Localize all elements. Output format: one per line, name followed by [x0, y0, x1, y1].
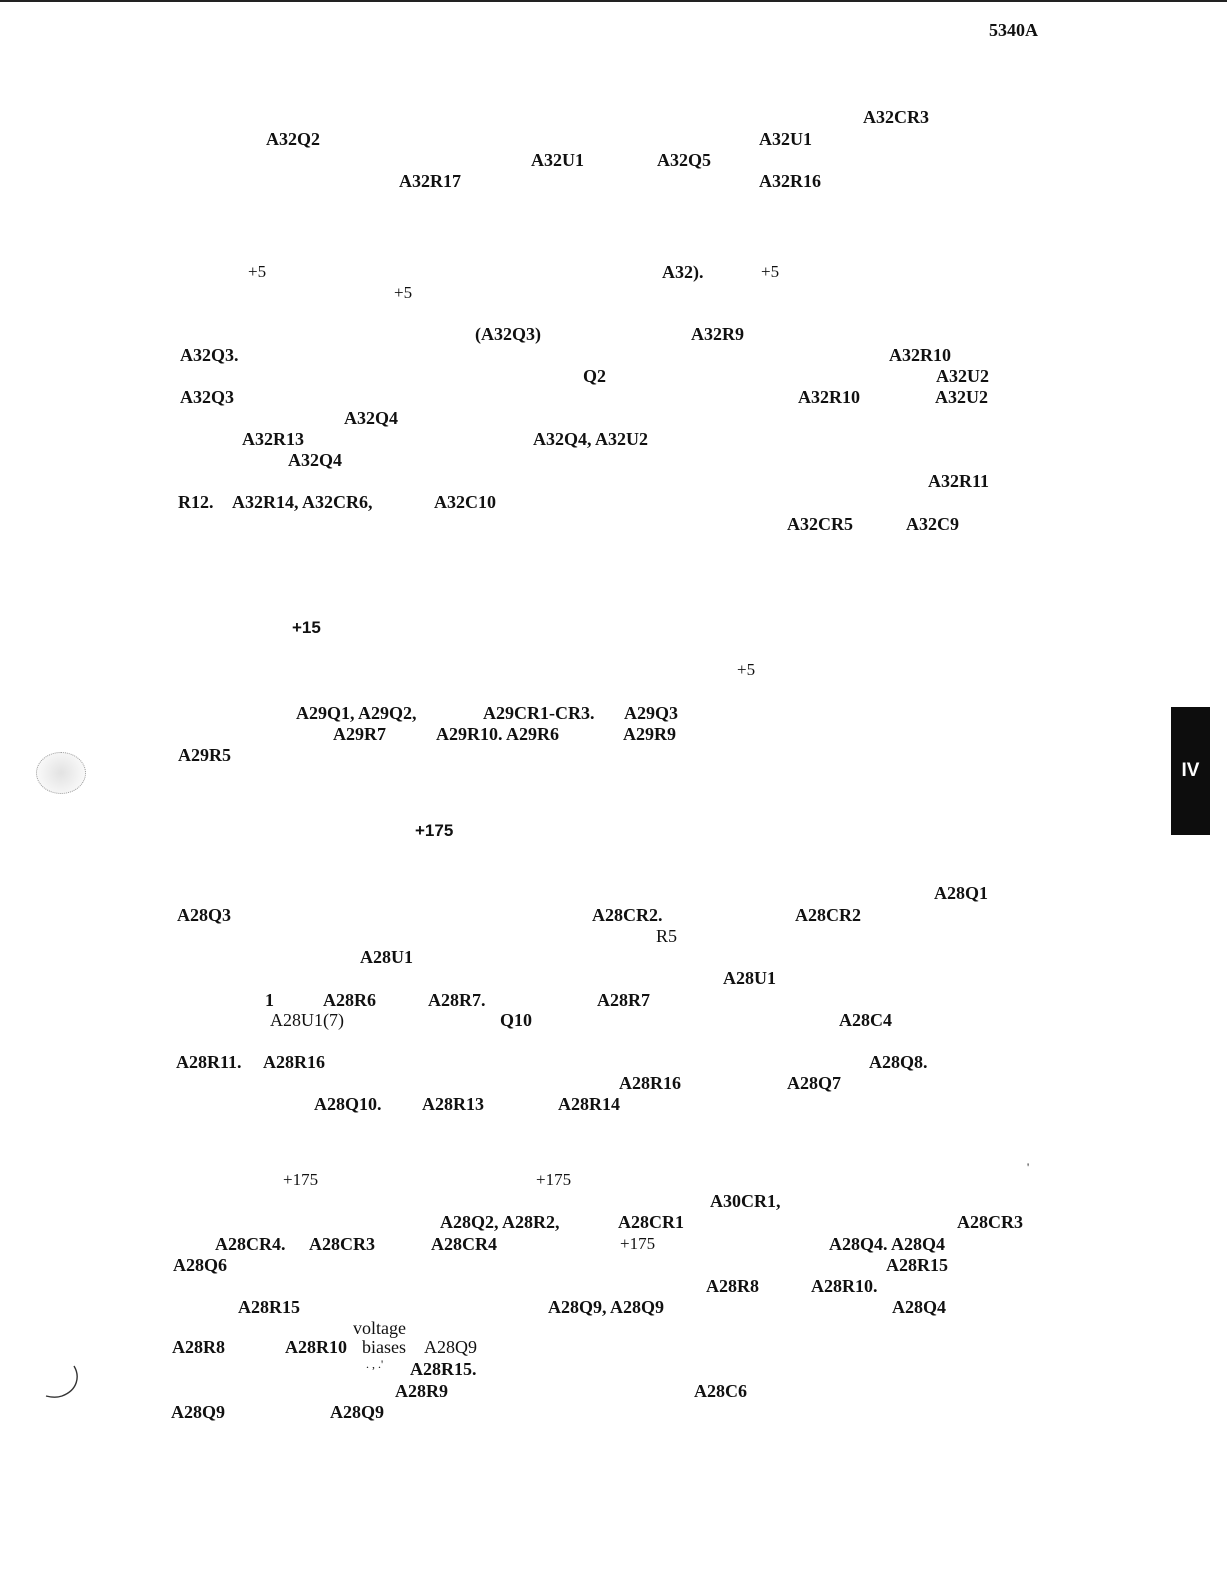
ref-r12: R12.	[178, 492, 214, 512]
section-tab-label: IV	[1181, 760, 1200, 781]
ref-a28cr4: A28CR4	[431, 1234, 497, 1254]
ref-a28r7: A28R7	[597, 990, 650, 1010]
ref-a29r5: A29R5	[178, 745, 231, 765]
ref-a28cr3: A28CR3	[957, 1212, 1023, 1232]
ref-a28q9: A28Q9	[424, 1337, 477, 1357]
ref-a28q8: A28Q8.	[869, 1052, 928, 1072]
ref-a28c4: A28C4	[839, 1010, 892, 1030]
word-voltage: voltage	[353, 1318, 406, 1338]
ref-a29cr1-cr3: A29CR1-CR3.	[483, 703, 595, 723]
pin-number: 1	[265, 990, 274, 1010]
ref-a28cr4: A28CR4.	[215, 1234, 286, 1254]
voltage-plus5: +5	[248, 262, 267, 281]
ref-a28r15: A28R15	[886, 1255, 948, 1275]
ref-a32u2: A32U2	[936, 366, 989, 386]
word-biases: biases	[362, 1337, 406, 1357]
ref-a28r7: A28R7.	[428, 990, 486, 1010]
ref-a32r17: A32R17	[399, 171, 461, 191]
pen-stroke-mark	[45, 1365, 78, 1398]
ref-a30cr1: A30CR1,	[710, 1191, 781, 1211]
voltage-plus175: +175	[283, 1170, 319, 1189]
ref-a32q3: A32Q3	[180, 387, 234, 407]
ref-a29r7: A29R7	[333, 724, 386, 744]
ref-a32q3: (A32Q3)	[475, 324, 541, 344]
ref-a28q9-a28q9: A28Q9, A28Q9	[548, 1297, 665, 1317]
ref-a28q10: A28Q10.	[314, 1094, 382, 1114]
ref-a28q1: A28Q1	[934, 883, 988, 903]
ref-a28q2-a28r2: A28Q2, A28R2,	[440, 1212, 560, 1232]
ref-a28r16: A28R16	[619, 1073, 681, 1093]
section-tab: IV	[1171, 707, 1210, 835]
ref-a32q3: A32Q3.	[180, 345, 239, 365]
ref-a28r15: A28R15.	[410, 1359, 477, 1379]
ref-a28c6: A28C6	[694, 1381, 747, 1401]
voltage-plus5: +5	[761, 262, 780, 281]
ref-a32u1: A32U1	[531, 150, 584, 170]
ref-a28q4-a28q4: A28Q4. A28Q4	[829, 1234, 946, 1254]
stray-marks: . , .'	[366, 1357, 384, 1371]
ref-a28r13: A28R13	[422, 1094, 484, 1114]
ref-a32q4-a32u2: A32Q4, A32U2	[533, 429, 649, 449]
ref-a28q3: A28Q3	[177, 905, 231, 925]
ref-a32r9: A32R9	[691, 324, 744, 344]
ref-a32q2: A32Q2	[266, 129, 320, 149]
ref-a28r15: A28R15	[238, 1297, 300, 1317]
ref-a32u1: A32U1	[759, 129, 812, 149]
ref-a28cr2: A28CR2.	[592, 905, 663, 925]
ref-a32cr3: A32CR3	[863, 107, 929, 127]
ref-a28q4: A28Q4	[892, 1297, 946, 1317]
ref-a32c10: A32C10	[434, 492, 496, 512]
ref-a28cr3: A28CR3	[309, 1234, 375, 1254]
top-rule	[0, 0, 1227, 2]
ref-a28r16: A28R16	[263, 1052, 325, 1072]
voltage-plus175: +175	[536, 1170, 572, 1189]
ref-a28u1: A28U1	[360, 947, 413, 967]
voltage-plus15-heading: +15	[292, 618, 321, 637]
voltage-plus175: +175	[620, 1234, 656, 1253]
ref-a32r16: A32R16	[759, 171, 821, 191]
binder-hole-smudge	[36, 752, 86, 794]
ref-a28q6: A28Q6	[173, 1255, 227, 1275]
ref-a28r8: A28R8	[172, 1337, 225, 1357]
ref-a28r8: A28R8	[706, 1276, 759, 1296]
ref-a32r10: A32R10	[798, 387, 860, 407]
ref-a32q4: A32Q4	[288, 450, 342, 470]
ref-a32cr5: A32CR5	[787, 514, 853, 534]
page-model-number: 5340A	[989, 20, 1038, 40]
ref-a29r9: A29R9	[623, 724, 676, 744]
ref-a28q9: A28Q9	[171, 1402, 225, 1422]
ref-a32r14-a32cr6: A32R14, A32CR6,	[232, 492, 373, 512]
ref-a28r10: A28R10.	[811, 1276, 878, 1296]
ref-a28q7: A28Q7	[787, 1073, 841, 1093]
ref-a28r10: A28R10	[285, 1337, 347, 1357]
ref-a29r10-a29r6: A29R10. A29R6	[436, 724, 560, 744]
ref-a28r9: A28R9	[395, 1381, 448, 1401]
ref-a32r10: A32R10	[889, 345, 951, 365]
ref-a32q5: A32Q5	[657, 150, 711, 170]
ref-a29q3: A29Q3	[624, 703, 678, 723]
ref-a32r11: A32R11	[928, 471, 990, 491]
ref-a32r13: A32R13	[242, 429, 304, 449]
stray-mark: '	[1027, 1160, 1030, 1174]
ref-q2: Q2	[583, 366, 607, 386]
ref-a32: A32).	[662, 262, 704, 282]
ref-a28u1: A28U1	[723, 968, 776, 988]
ref-r5: R5	[656, 926, 678, 946]
ref-a28r14: A28R14	[558, 1094, 620, 1114]
ref-a32u2: A32U2	[935, 387, 988, 407]
ref-a28cr2: A28CR2	[795, 905, 861, 925]
ref-a28cr1: A28CR1	[618, 1212, 684, 1232]
voltage-plus5: +5	[737, 660, 756, 679]
ref-a32q4: A32Q4	[344, 408, 398, 428]
voltage-plus175-heading: +175	[415, 821, 454, 840]
ref-a28r11: A28R11.	[176, 1052, 242, 1072]
ref-a28u1-pin7: A28U1(7)	[270, 1010, 344, 1030]
ref-a29q1-a29q2: A29Q1, A29Q2,	[296, 703, 417, 723]
ref-a28r6: A28R6	[323, 990, 376, 1010]
ref-a28q9: A28Q9	[330, 1402, 384, 1422]
ref-q10: Q10	[500, 1010, 533, 1030]
ref-a32c9: A32C9	[906, 514, 959, 534]
voltage-plus5: +5	[394, 283, 413, 302]
